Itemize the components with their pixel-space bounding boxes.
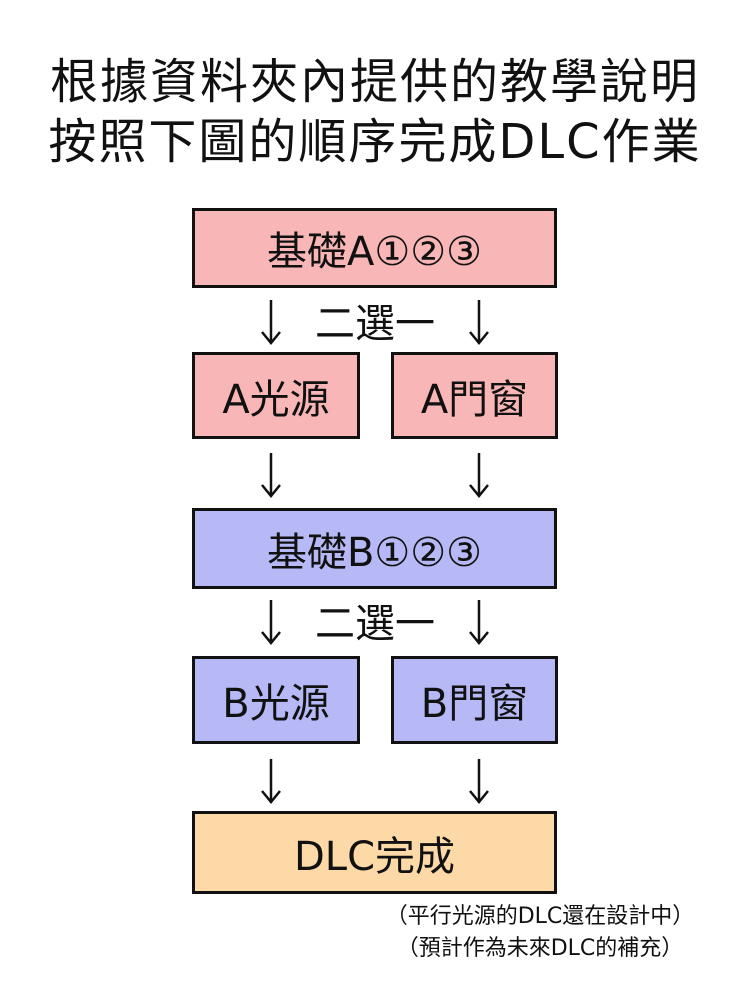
down-arrow-icon [261, 300, 281, 345]
down-arrow-icon [469, 300, 489, 345]
choose-one-label-2: 二選一 [315, 601, 435, 647]
b-window-box: B門窗 [391, 656, 558, 744]
down-arrow-icon [261, 600, 281, 645]
a-light-box: A光源 [192, 352, 360, 439]
note-line-2: （預計作為未來DLC的補充） [396, 936, 684, 961]
b-light-box: B光源 [192, 656, 360, 744]
note-line-1: （平行光源的DLC還在設計中） [385, 904, 695, 929]
title-line-2: 按照下圖的順序完成DLC作業 [48, 114, 702, 170]
down-arrow-icon [469, 453, 489, 498]
down-arrow-icon [469, 600, 489, 645]
down-arrow-icon [261, 759, 281, 804]
title-line-1: 根據資料夾內提供的教學說明 [49, 54, 700, 110]
basic-a-box: 基礎A①②③ [192, 208, 557, 288]
dlc-done-box: DLC完成 [192, 811, 557, 894]
a-window-box: A門窗 [391, 352, 558, 439]
basic-b-box: 基礎B①②③ [192, 508, 557, 589]
choose-one-label-1: 二選一 [315, 301, 435, 347]
down-arrow-icon [261, 453, 281, 498]
down-arrow-icon [469, 759, 489, 804]
